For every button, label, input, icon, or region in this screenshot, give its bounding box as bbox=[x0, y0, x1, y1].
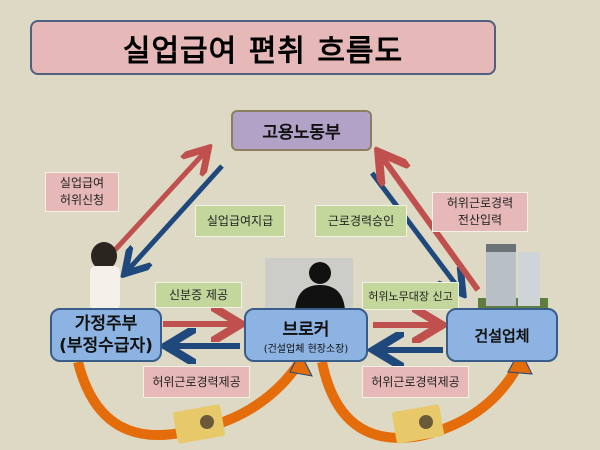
label-false-labor-report: 허위노무대장 신고 bbox=[362, 282, 459, 310]
label-text: 허위근로경력 bbox=[446, 196, 514, 210]
label-text: 실업급여 bbox=[59, 176, 105, 190]
apartment-building-photo bbox=[478, 244, 548, 310]
node-text: 가정주부 bbox=[74, 314, 138, 334]
arrow-company-to-gov bbox=[382, 157, 481, 292]
woman-photo bbox=[90, 242, 120, 310]
label-text: 전산입력 bbox=[457, 213, 503, 227]
label-false-career-provision-left: 허위근로경력제공 bbox=[143, 366, 250, 398]
node-broker: 브로커 (건설업체 현장소장) bbox=[244, 308, 368, 362]
label-career-approval: 근로경력승인 bbox=[315, 205, 407, 237]
node-housewife: 가정주부 (부정수급자) bbox=[50, 308, 162, 362]
label-false-claim: 실업급여 허위신청 bbox=[45, 172, 119, 212]
arrow-head-left bbox=[289, 350, 313, 377]
silhouette-photo bbox=[265, 258, 353, 310]
arrow-claim-to-gov bbox=[113, 152, 205, 252]
page-title: 실업급여 편취 흐름도 bbox=[30, 20, 496, 75]
label-text: 허위신청 bbox=[59, 193, 105, 207]
node-government: 고용노동부 bbox=[231, 110, 372, 151]
label-false-career-entry: 허위근로경력 전산입력 bbox=[432, 192, 528, 232]
node-text: (부정수급자) bbox=[59, 336, 153, 356]
banknotes-photo-right bbox=[392, 404, 444, 444]
label-benefit-payment: 실업급여지급 bbox=[195, 205, 285, 237]
arrow-gov-to-housewife bbox=[128, 164, 224, 270]
node-text: (건설업체 현장소장) bbox=[263, 344, 349, 355]
label-false-career-provision-right: 허위근로경력제공 bbox=[362, 366, 469, 398]
banknotes-photo-left bbox=[173, 404, 225, 444]
node-company: 건설업체 bbox=[446, 308, 558, 362]
node-text: 브로커 bbox=[282, 320, 330, 340]
label-id-provision: 신분증 제공 bbox=[155, 282, 242, 308]
arrow-gov-to-company bbox=[370, 171, 460, 290]
